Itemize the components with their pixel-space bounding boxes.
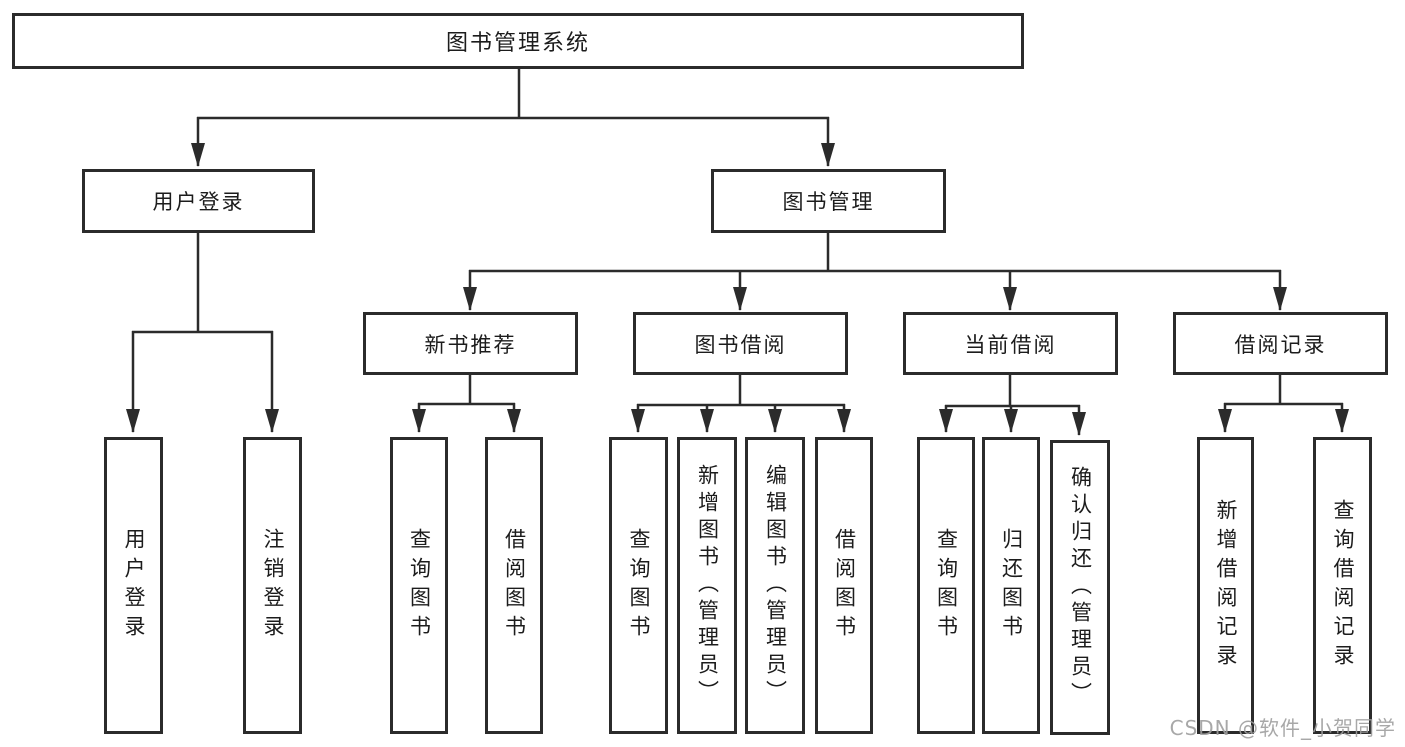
leaf-borrow-books: 借阅图书 [815,437,873,734]
leaf-return-books: 归还图书 [982,437,1040,734]
node-borrowing-records: 借阅记录 [1173,312,1388,375]
node-book-borrowing: 图书借阅 [633,312,848,375]
leaf-query-borrow-record: 查询借阅记录 [1313,437,1372,734]
leaf-query-books-current: 查询图书 [917,437,975,734]
leaf-logout: 注销登录 [243,437,302,734]
node-current-borrowing: 当前借阅 [903,312,1118,375]
leaf-edit-books-admin: 编辑图书（管理员） [745,437,805,734]
node-user-login: 用户登录 [82,169,315,233]
leaf-query-books-borrow: 查询图书 [609,437,668,734]
node-book-management: 图书管理 [711,169,946,233]
csdn-watermark: CSDN @软件_小贺同学 [1169,716,1396,740]
node-new-book-recommend: 新书推荐 [363,312,578,375]
leaf-add-borrow-record: 新增借阅记录 [1197,437,1254,734]
leaf-query-books-recommend: 查询图书 [390,437,448,734]
leaf-confirm-return-admin: 确认归还（管理员） [1050,440,1110,735]
leaf-user-login: 用户登录 [104,437,163,734]
leaf-add-books-admin: 新增图书（管理员） [677,437,737,734]
leaf-borrow-books-recommend: 借阅图书 [485,437,543,734]
node-root-system: 图书管理系统 [12,13,1024,69]
